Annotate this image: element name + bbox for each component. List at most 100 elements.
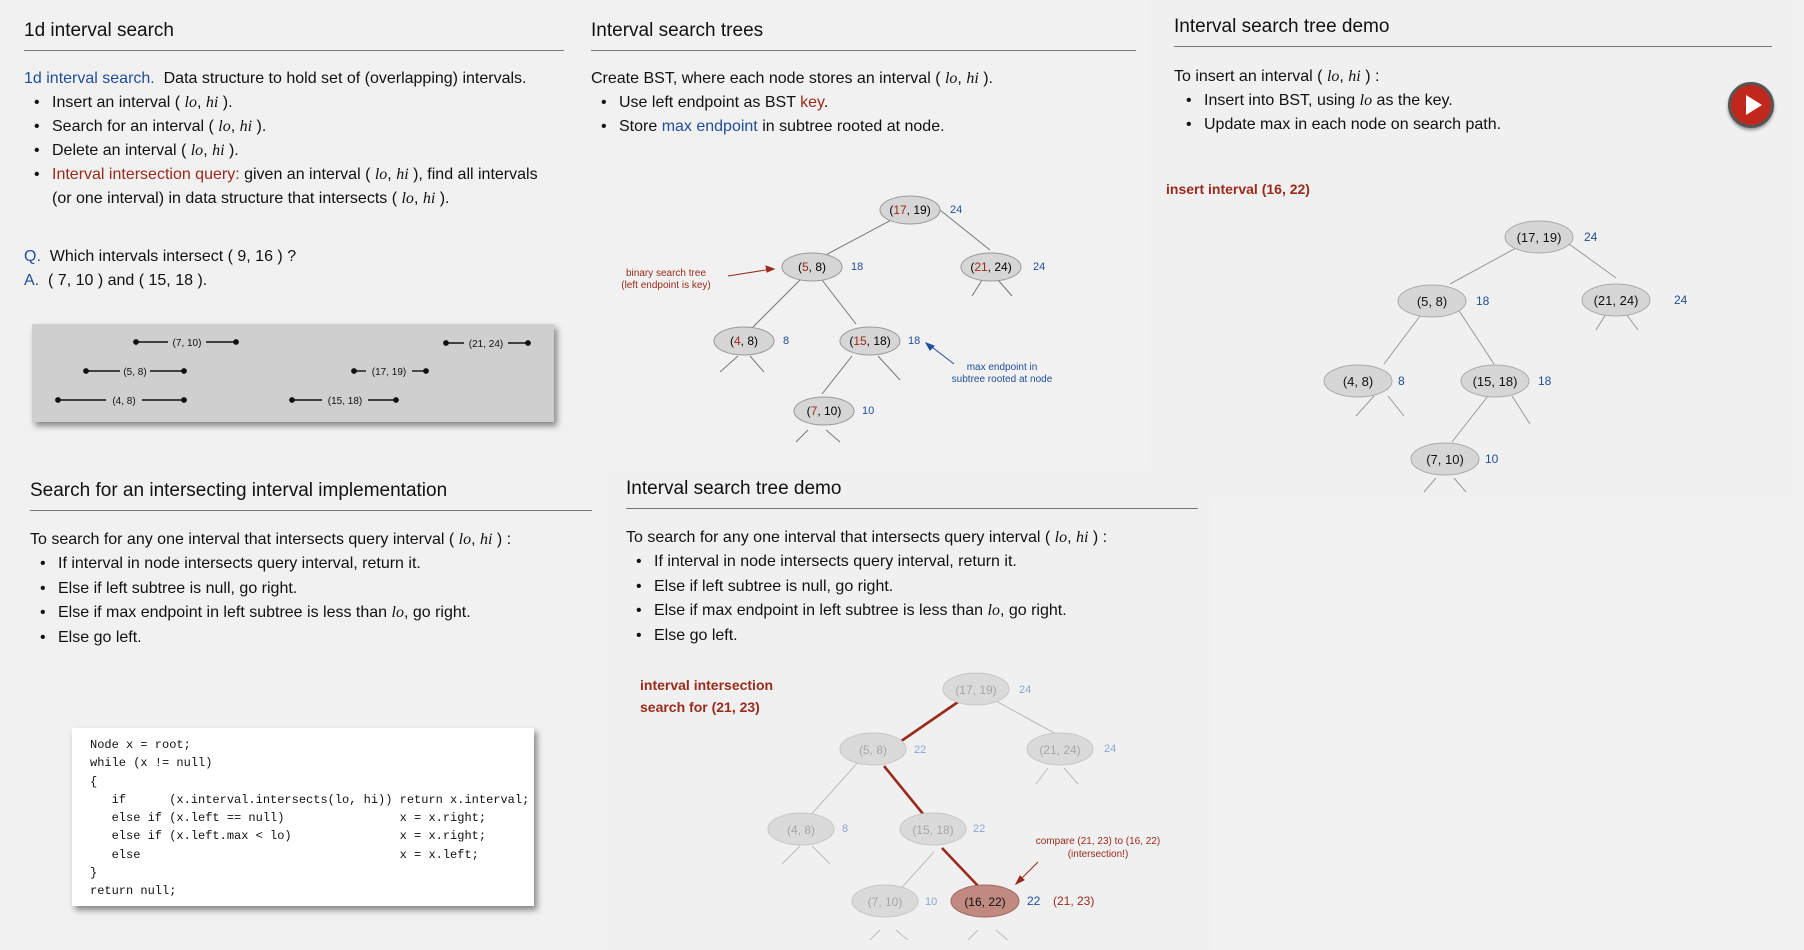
panel-interval-search-trees: Interval search trees Create BST, where … [591, 20, 1136, 139]
panel-3-background [1148, 0, 1793, 498]
panel-title: 1d interval search [24, 20, 564, 51]
tree-node-highlight: (16, 22) [964, 895, 1005, 909]
bullet-list: Insert an interval ( lo, hi ). Search fo… [24, 91, 564, 211]
panel-insert-demo: Interval search tree demo To insert an i… [1174, 16, 1772, 137]
tree-node: (15, 18) [849, 334, 890, 348]
interval-label: (17, 19) [372, 367, 406, 378]
node-max: 10 [925, 896, 937, 908]
tree-node: (7, 10) [868, 895, 903, 909]
bullet-update: Update max in each node on search path. [1186, 113, 1772, 137]
arrow-icon [924, 342, 955, 365]
tree-node: (17, 19) [889, 203, 930, 217]
bullet-rule-4: Else go left. [40, 626, 592, 651]
annotation-compare: compare (21, 23) to (16, 22) [1036, 836, 1161, 847]
tree-node: (15, 18) [1473, 374, 1518, 389]
intro-rest: Data structure to hold set of (overlappi… [163, 70, 527, 87]
bullet-max: Store max endpoint in subtree rooted at … [601, 115, 1136, 139]
node-max: 10 [862, 405, 874, 417]
bullet-rule-1: If interval in node intersects query int… [636, 550, 1198, 575]
bullet-rule-2: Else if left subtree is null, go right. [636, 575, 1198, 600]
code-block: Node x = root; while (x != null) { if (x… [72, 728, 534, 906]
bullet-list: If interval in node intersects query int… [30, 552, 592, 650]
tree-node: (21, 24) [1039, 743, 1080, 757]
interval-label: (4, 8) [112, 396, 135, 407]
bullet-insert: Insert an interval ( lo, hi ). [34, 91, 564, 115]
tree-node: (5, 8) [859, 743, 887, 757]
bullet-list: If interval in node intersects query int… [626, 550, 1198, 648]
answer: A. ( 7, 10 ) and ( 15, 18 ). [24, 272, 208, 289]
bullet-list: Insert into BST, using lo as the key. Up… [1174, 89, 1772, 137]
annotation-bst-sub: (left endpoint is key) [621, 280, 711, 291]
node-max: 22 [973, 823, 985, 835]
node-max: 8 [1398, 374, 1405, 388]
node-max: 18 [1476, 294, 1490, 308]
tree-node: (15, 18) [912, 823, 953, 837]
panel-search-demo: Interval search tree demo To search for … [626, 478, 1198, 648]
bullet-rule-3: Else if max endpoint in left subtree is … [636, 599, 1198, 624]
node-max: 24 [1019, 684, 1031, 696]
tree-node: (4, 8) [787, 823, 815, 837]
tree-node: (4, 8) [730, 334, 758, 348]
interval-label: (5, 8) [123, 367, 146, 378]
insert-tree-diagram: (17, 19) (5, 8) (21, 24) (4, 8) (15, 18)… [1323, 220, 1688, 493]
panel-title: Interval search tree demo [1174, 16, 1772, 47]
node-max: 18 [1538, 374, 1552, 388]
tree-node: (17, 19) [955, 683, 996, 697]
question: Q. Which intervals intersect ( 9, 16 ) ? [24, 248, 297, 265]
annotation-intersection: (intersection!) [1068, 849, 1129, 860]
play-button[interactable] [1728, 82, 1774, 128]
intro-line: To search for any one interval that inte… [626, 529, 1108, 546]
bullet-key: Use left endpoint as BST key. [601, 91, 1136, 115]
bullet-list: Use left endpoint as BST key. Store max … [591, 91, 1136, 139]
node-max: 24 [950, 204, 962, 216]
node-max: 8 [842, 823, 848, 835]
bullet-rule-1: If interval in node intersects query int… [40, 552, 592, 577]
node-max: 8 [783, 335, 789, 347]
panel-title: Interval search trees [591, 20, 1136, 51]
node-max: 18 [908, 335, 920, 347]
node-max: 24 [1674, 293, 1688, 307]
intro-line: To search for any one interval that inte… [30, 531, 512, 548]
node-max: 24 [1033, 261, 1045, 273]
node-max-highlight: 22 [1027, 894, 1041, 908]
intro-line: 1d interval search. Data structure to ho… [24, 67, 564, 91]
tree-node: (5, 8) [798, 260, 826, 274]
bullet-rule-4: Else go left. [636, 624, 1198, 649]
query-interval: (21, 23) [1053, 894, 1094, 908]
annotation-max: max endpoint in [967, 362, 1038, 373]
bullet-delete: Delete an interval ( lo, hi ). [34, 139, 564, 163]
interval-diagram: (7, 10) (21, 24) (5, 8) (17, 19) (4, 8) … [32, 324, 554, 422]
interval-label: (15, 18) [328, 396, 362, 407]
node-max: 10 [1485, 452, 1499, 466]
tree-node: (4, 8) [1343, 374, 1373, 389]
bst-diagram: (17, 19) (5, 8) (21, 24) (4, 8) (15, 18)… [621, 195, 1053, 443]
bullet-intersection-query: Interval intersection query: given an in… [34, 163, 564, 211]
bullet-search: Search for an interval ( lo, hi ). [34, 115, 564, 139]
search-tree-diagram: (17, 19) (5, 8) (21, 24) (4, 8) (15, 18)… [767, 672, 1161, 940]
panel-search-implementation: Search for an intersecting interval impl… [30, 480, 592, 650]
interval-label: (21, 24) [469, 339, 503, 350]
annotation-max-sub: subtree rooted at node [952, 374, 1053, 385]
node-max: 22 [914, 744, 926, 756]
intro-line: Create BST, where each node stores an in… [591, 70, 993, 87]
panel-1d-interval-search: 1d interval search 1d interval search. D… [24, 20, 564, 293]
insert-caption: insert interval (16, 22) [1166, 181, 1310, 197]
bullet-rule-2: Else if left subtree is null, go right. [40, 577, 592, 602]
bullet-rule-3: Else if max endpoint in left subtree is … [40, 601, 592, 626]
search-caption-line-1: interval intersection [640, 677, 774, 693]
panel-title: Interval search tree demo [626, 478, 1198, 509]
tree-node: (21, 24) [1594, 293, 1639, 308]
tree-node: (21, 24) [970, 260, 1011, 274]
intro-key: 1d interval search. [24, 70, 155, 87]
tree-node: (5, 8) [1417, 294, 1447, 309]
tree-node: (7, 10) [1426, 452, 1464, 467]
tree-node: (17, 19) [1517, 230, 1562, 245]
search-caption: interval intersection search for (21, 23… [640, 674, 773, 718]
intro-line: To insert an interval ( lo, hi ) : [1174, 68, 1380, 85]
node-max: 24 [1104, 743, 1116, 755]
panel-title: Search for an intersecting interval impl… [30, 480, 592, 511]
interval-diagram-svg: (7, 10) (21, 24) (5, 8) (17, 19) (4, 8) … [55, 338, 531, 407]
node-max: 24 [1584, 230, 1598, 244]
node-max: 18 [851, 261, 863, 273]
tree-node: (7, 10) [807, 404, 842, 418]
